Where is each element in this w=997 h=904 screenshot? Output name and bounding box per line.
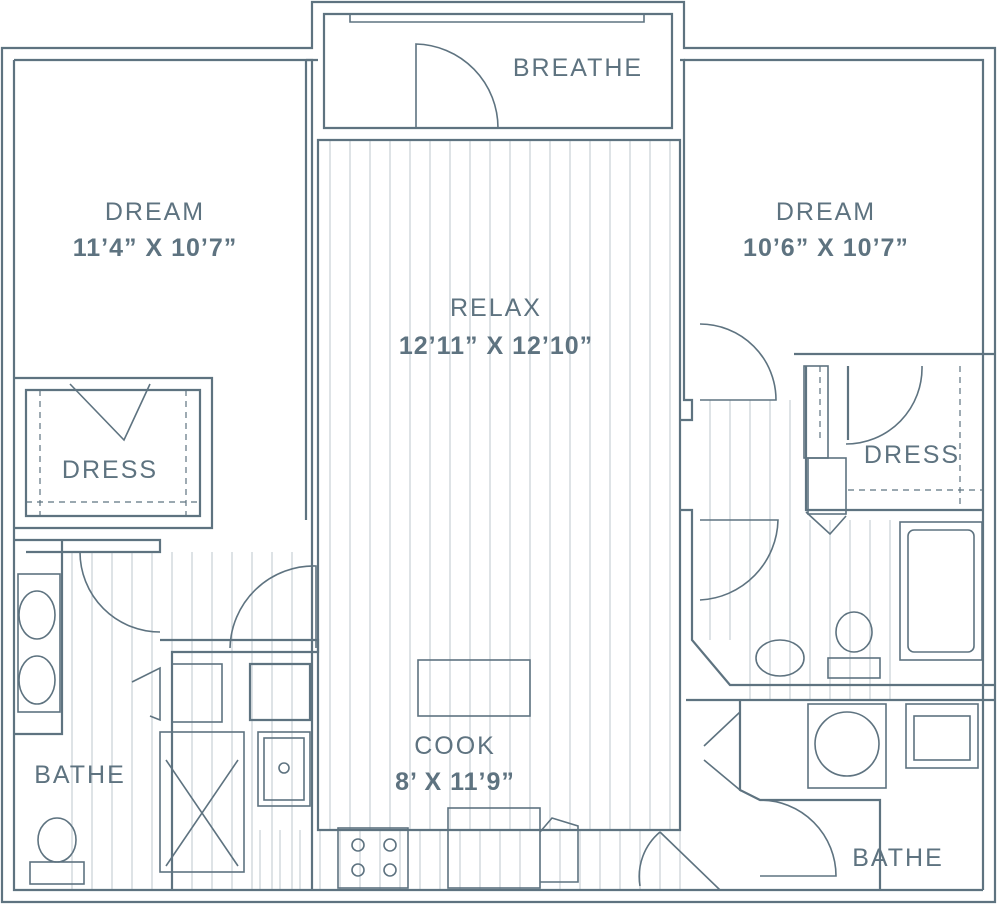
kitchen-fixtures [257, 659, 579, 889]
refrigerator [447, 807, 541, 889]
stove [337, 827, 409, 889]
shower [159, 731, 245, 873]
kitchen-island [417, 659, 531, 717]
sink-basin [755, 639, 805, 677]
room-dimensions-relax: 12’11” X 12’10” [399, 332, 593, 360]
toilet [835, 611, 873, 653]
room-label-relax: RELAX [450, 294, 542, 322]
room-label-bathe-left: BATHE [34, 761, 126, 789]
room-label-cook: COOK [414, 732, 496, 760]
dryer [905, 703, 979, 769]
room-label-bathe-right: BATHE [852, 844, 944, 872]
room-label-dress-left: DRESS [62, 456, 158, 484]
room-dimensions-cook: 8’ X 11’9” [395, 768, 515, 796]
balcony-walls [322, 12, 674, 130]
doors [69, 43, 923, 891]
room-label-dream-right: DREAM [776, 198, 876, 226]
room-label-dress-right: DRESS [864, 441, 960, 469]
room-label-breathe: BREATHE [513, 54, 643, 82]
kitchen-sink [257, 731, 311, 807]
right-bath-fixtures [755, 365, 983, 789]
left-bath-fixtures [17, 573, 245, 885]
interior-walls [14, 58, 995, 890]
closet-shelves [26, 366, 983, 516]
room-dimensions-dream-right: 10’6” X 10’7” [743, 234, 909, 262]
room-label-dream-left: DREAM [105, 198, 205, 226]
sink-basin [18, 655, 56, 705]
sink-basin [18, 590, 56, 640]
wood-floor-pattern [71, 140, 891, 890]
room-dimensions-dream-left: 11’4” X 10’7” [73, 234, 238, 262]
toilet [37, 817, 77, 863]
washer [807, 703, 887, 789]
bathtub [899, 521, 983, 661]
